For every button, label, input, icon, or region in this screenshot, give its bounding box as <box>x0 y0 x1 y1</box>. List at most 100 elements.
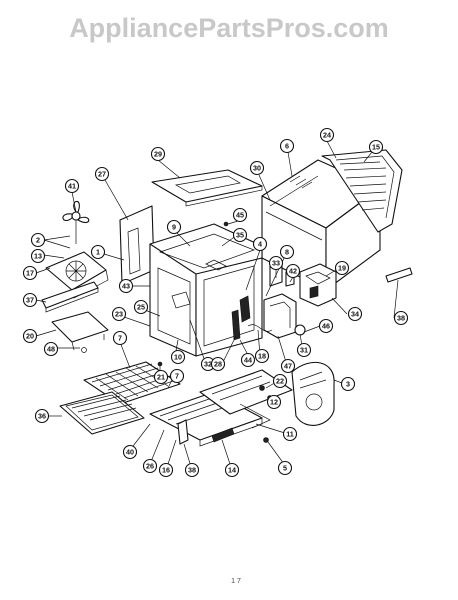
callout: 46 <box>318 318 334 334</box>
callout: 47 <box>280 358 296 374</box>
callout: 15 <box>368 139 384 155</box>
svg-text:1: 1 <box>96 248 100 257</box>
svg-text:5: 5 <box>283 464 287 473</box>
callout: 23 <box>111 306 127 322</box>
svg-text:47: 47 <box>284 362 292 371</box>
callout: 26 <box>142 458 158 474</box>
svg-text:3: 3 <box>346 380 350 389</box>
fan-drawing <box>45 200 109 299</box>
callout: 40 <box>122 444 138 460</box>
svg-text:12: 12 <box>270 398 278 407</box>
callout: 20 <box>22 328 38 344</box>
callout: 36 <box>34 408 50 424</box>
blower-housing-drawing <box>291 361 335 426</box>
svg-text:43: 43 <box>122 282 130 291</box>
svg-text:9: 9 <box>172 223 176 232</box>
svg-text:32: 32 <box>204 360 212 369</box>
callout: 7 <box>169 368 185 384</box>
svg-text:19: 19 <box>338 264 346 273</box>
small-hardware-drawing <box>157 221 269 443</box>
oven-cavity-drawing <box>149 223 263 357</box>
heat-shield-drawing <box>51 311 109 353</box>
svg-text:46: 46 <box>322 322 330 331</box>
callout: 38 <box>184 462 200 478</box>
callout: 19 <box>334 260 350 276</box>
back-panel-drawing <box>321 149 403 233</box>
callout: 29 <box>150 146 166 162</box>
callout: 5 <box>277 460 293 476</box>
svg-text:30: 30 <box>253 164 261 173</box>
callout: 44 <box>240 352 256 368</box>
svg-text:22: 22 <box>276 377 284 386</box>
callout: 21 <box>153 369 169 385</box>
callout: 13 <box>30 248 46 264</box>
svg-text:8: 8 <box>285 248 289 257</box>
callout: 34 <box>347 306 363 322</box>
callout: 7 <box>112 330 128 346</box>
electrical-components-drawing <box>247 261 413 339</box>
svg-text:7: 7 <box>118 334 122 343</box>
svg-text:26: 26 <box>146 462 154 471</box>
callout: 48 <box>43 341 59 357</box>
side-rail-drawing <box>119 205 155 285</box>
svg-text:24: 24 <box>323 131 331 140</box>
callout: 2 <box>30 232 46 248</box>
svg-text:17: 17 <box>26 269 34 278</box>
part-drawings <box>41 149 413 447</box>
svg-text:16: 16 <box>162 466 170 475</box>
top-panel-drawing <box>151 169 263 207</box>
callout: 1 <box>90 244 106 260</box>
callout: 14 <box>224 462 240 478</box>
svg-text:15: 15 <box>372 143 380 152</box>
svg-text:25: 25 <box>137 303 145 312</box>
svg-text:7: 7 <box>175 372 179 381</box>
svg-text:28: 28 <box>214 360 222 369</box>
svg-text:41: 41 <box>68 182 76 191</box>
callout: 41 <box>64 178 80 194</box>
svg-text:20: 20 <box>26 332 34 341</box>
callout: 35 <box>232 227 248 243</box>
svg-text:23: 23 <box>115 310 123 319</box>
callout-labels: 41 27 29 6 24 15 30 45 9 35 2 1 4 8 13 1… <box>22 127 409 478</box>
callout: 24 <box>319 127 335 143</box>
callout: 25 <box>133 299 149 315</box>
svg-text:40: 40 <box>126 448 134 457</box>
callout: 11 <box>282 426 298 442</box>
callout: 22 <box>272 373 288 389</box>
callout: 31 <box>296 342 312 358</box>
svg-text:31: 31 <box>300 346 308 355</box>
svg-text:42: 42 <box>289 267 297 276</box>
bracket-drawing <box>41 281 99 313</box>
svg-text:14: 14 <box>228 466 236 475</box>
svg-text:36: 36 <box>38 412 46 421</box>
svg-text:48: 48 <box>47 345 55 354</box>
callout: 42 <box>285 263 301 279</box>
callout: 45 <box>232 207 248 223</box>
callout: 12 <box>266 394 282 410</box>
page-number: 1 7 <box>231 578 241 585</box>
callout: 9 <box>166 219 182 235</box>
svg-text:4: 4 <box>258 240 262 249</box>
callout: 3 <box>340 376 356 392</box>
svg-text:35: 35 <box>236 231 244 240</box>
callout: 10 <box>170 349 186 365</box>
svg-text:13: 13 <box>34 252 42 261</box>
callout: 6 <box>279 138 295 154</box>
callout: 27 <box>94 166 110 182</box>
callout: 17 <box>22 265 38 281</box>
svg-text:18: 18 <box>258 352 266 361</box>
svg-text:21: 21 <box>157 373 165 382</box>
svg-text:37: 37 <box>26 296 34 305</box>
callout: 38 <box>393 310 409 326</box>
svg-text:33: 33 <box>272 259 280 268</box>
svg-text:2: 2 <box>36 236 40 245</box>
callout: 8 <box>279 244 295 260</box>
watermark-text: AppliancePartsPros.com <box>69 13 389 43</box>
svg-text:34: 34 <box>351 310 359 319</box>
svg-text:11: 11 <box>286 430 294 439</box>
svg-text:27: 27 <box>98 170 106 179</box>
svg-text:44: 44 <box>244 356 252 365</box>
svg-text:38: 38 <box>188 466 196 475</box>
callout: 18 <box>254 348 270 364</box>
